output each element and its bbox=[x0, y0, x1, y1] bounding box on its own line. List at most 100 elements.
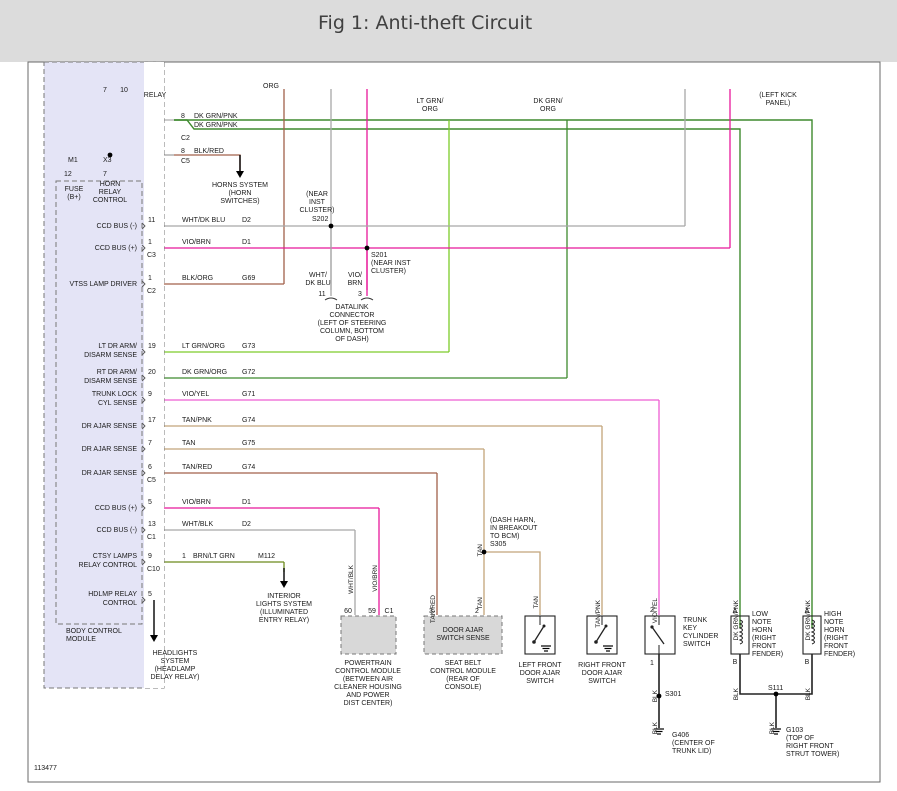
bcm-function-label: DR AJAR SENSE bbox=[82, 423, 138, 430]
high-note-horn-label: HORN bbox=[824, 627, 845, 634]
splice-s111 bbox=[773, 691, 779, 697]
wire-color-label: ORG bbox=[263, 83, 279, 90]
headlights-label: HEADLIGHTS bbox=[153, 650, 198, 657]
splice-label: S201 bbox=[371, 252, 387, 259]
trunk-switch-pivot bbox=[650, 625, 654, 629]
pin-number: 17 bbox=[148, 417, 156, 424]
bcm-function-label: LT DR ARM/ bbox=[98, 343, 137, 350]
splice-s301 bbox=[656, 693, 662, 699]
pcm-label: DIST CENTER) bbox=[344, 700, 393, 707]
circuit-label: M112 bbox=[258, 553, 275, 560]
pin-name: M1 bbox=[68, 157, 78, 164]
connector-label: C10 bbox=[147, 566, 160, 573]
pin-number: 7 bbox=[103, 87, 107, 94]
wire-color-label: WHT/BLK bbox=[348, 564, 355, 594]
splice-s305-label: S305 bbox=[490, 541, 506, 548]
wire-color-label: TAN/PNK bbox=[182, 417, 212, 424]
datalink-label: DATALINK bbox=[335, 304, 369, 311]
wire-color-label: VIO/YEL bbox=[652, 598, 659, 624]
bcm-right-strip bbox=[144, 62, 164, 688]
pin-number: 9 bbox=[148, 553, 152, 560]
headlights-label: (HEADLAMP bbox=[155, 666, 196, 673]
splice-label: CLUSTER) bbox=[371, 268, 406, 275]
trunk-switch-blade bbox=[651, 626, 665, 645]
pin-number: 1 bbox=[650, 660, 654, 667]
connector-chevron bbox=[360, 297, 374, 301]
wire-color-label: BRN/LT GRN bbox=[193, 553, 235, 560]
wire-color-label: VIO/ bbox=[348, 272, 362, 279]
wire-tan-lf-switch bbox=[484, 551, 541, 615]
figure-id: 113477 bbox=[34, 765, 57, 772]
pcm-label: CONTROL MODULE bbox=[335, 668, 401, 675]
bcm-label: BODY CONTROL bbox=[66, 628, 122, 635]
pin-number: 12 bbox=[64, 171, 72, 178]
seat-belt-label: CONSOLE) bbox=[445, 684, 482, 691]
high-note-horn-box bbox=[802, 615, 822, 655]
connector-chevron bbox=[324, 297, 338, 301]
pin-number: 20 bbox=[148, 369, 156, 376]
relay-label: RELAY bbox=[144, 92, 167, 99]
splice-label: S111 bbox=[768, 685, 783, 692]
left-front-switch-label: LEFT FRONT bbox=[518, 662, 562, 669]
wire-color-label: DK BLU bbox=[305, 280, 330, 287]
pin-number: 19 bbox=[148, 343, 156, 350]
splice-location-label: INST bbox=[309, 199, 326, 206]
datalink-label: CONNECTOR bbox=[330, 312, 375, 319]
interior-lights-label: INTERIOR bbox=[267, 593, 300, 600]
pin-chevron bbox=[141, 348, 146, 356]
wire-color-label: BLK bbox=[652, 721, 659, 734]
wire-color-label: BLK/ORG bbox=[182, 275, 213, 282]
wire-color-label: BLK bbox=[769, 721, 776, 734]
low-note-horn-label: FRONT bbox=[752, 643, 777, 650]
pin-number: 10 bbox=[120, 87, 128, 94]
pcm-label: (BETWEEN AIR bbox=[343, 676, 393, 683]
bcm-function-label: DISARM SENSE bbox=[84, 352, 137, 359]
left-front-switch-label: DOOR AJAR bbox=[520, 670, 560, 677]
pin-chevron bbox=[141, 422, 146, 430]
splice-s305-label: TO BCM) bbox=[490, 533, 519, 540]
headlights-label: DELAY RELAY) bbox=[150, 674, 199, 681]
pin-number: 8 bbox=[181, 113, 185, 120]
pin-number: 3 bbox=[429, 608, 433, 615]
headlights-label: SYSTEM bbox=[161, 658, 190, 665]
wire-color-label: WHT/ bbox=[309, 272, 327, 279]
pin-number: 5 bbox=[148, 591, 152, 598]
circuit-label: G71 bbox=[242, 391, 255, 398]
right-front-switch-pivot bbox=[604, 624, 608, 628]
trunk-switch-label: SWITCH bbox=[683, 641, 711, 648]
bcm-function-label: CTSY LAMPS bbox=[93, 553, 138, 560]
bcm-function-label: HDLMP RELAY bbox=[88, 591, 137, 598]
wire-color-label: DK GRN/PNK bbox=[194, 113, 238, 120]
splice-s305 bbox=[481, 549, 487, 555]
wire-color-label: TAN/RED bbox=[182, 464, 212, 471]
splice-location-label: (NEAR bbox=[306, 191, 328, 198]
bcm-function-label: RT DR ARM/ bbox=[97, 369, 137, 376]
wire-dk-grn-pnk-high-horn bbox=[174, 119, 813, 628]
pin-chevron bbox=[141, 244, 146, 252]
bcm-inner-box bbox=[55, 180, 143, 625]
pin-chevron bbox=[141, 596, 146, 604]
circuit-label: D1 bbox=[242, 499, 251, 506]
wire-color-label: BLK/RED bbox=[194, 148, 224, 155]
horn-pin: B bbox=[805, 659, 810, 666]
low-note-horn-box bbox=[730, 615, 750, 655]
bcm-function-label: CCD BUS (+) bbox=[95, 245, 137, 252]
wire-color-label: LT GRN/ bbox=[417, 98, 444, 105]
wire-color-label: BRN bbox=[348, 280, 363, 287]
splice-s305-label: (DASH HARN, bbox=[490, 517, 536, 524]
headlights-arrow bbox=[150, 635, 158, 642]
seat-belt-module-box bbox=[423, 615, 503, 655]
wire-color-label: VIO/BRN bbox=[182, 499, 211, 506]
pin-number: 59 bbox=[368, 608, 376, 615]
bcm-function-label: TRUNK LOCK bbox=[92, 391, 137, 398]
components bbox=[27, 61, 881, 783]
wire-color-label: DK GRN/PNK bbox=[805, 599, 812, 640]
high-note-horn-label: (RIGHT bbox=[824, 635, 849, 642]
door-ajar-sense-label: SWITCH SENSE bbox=[436, 635, 490, 642]
horn-pin: A bbox=[733, 608, 738, 615]
circuit-label: D2 bbox=[242, 521, 251, 528]
pin-number: 7 bbox=[148, 440, 152, 447]
left-front-switch-blade bbox=[533, 625, 545, 643]
pin-number: 3 bbox=[358, 291, 362, 298]
wire-color-label: DK GRN/PNK bbox=[194, 122, 238, 129]
